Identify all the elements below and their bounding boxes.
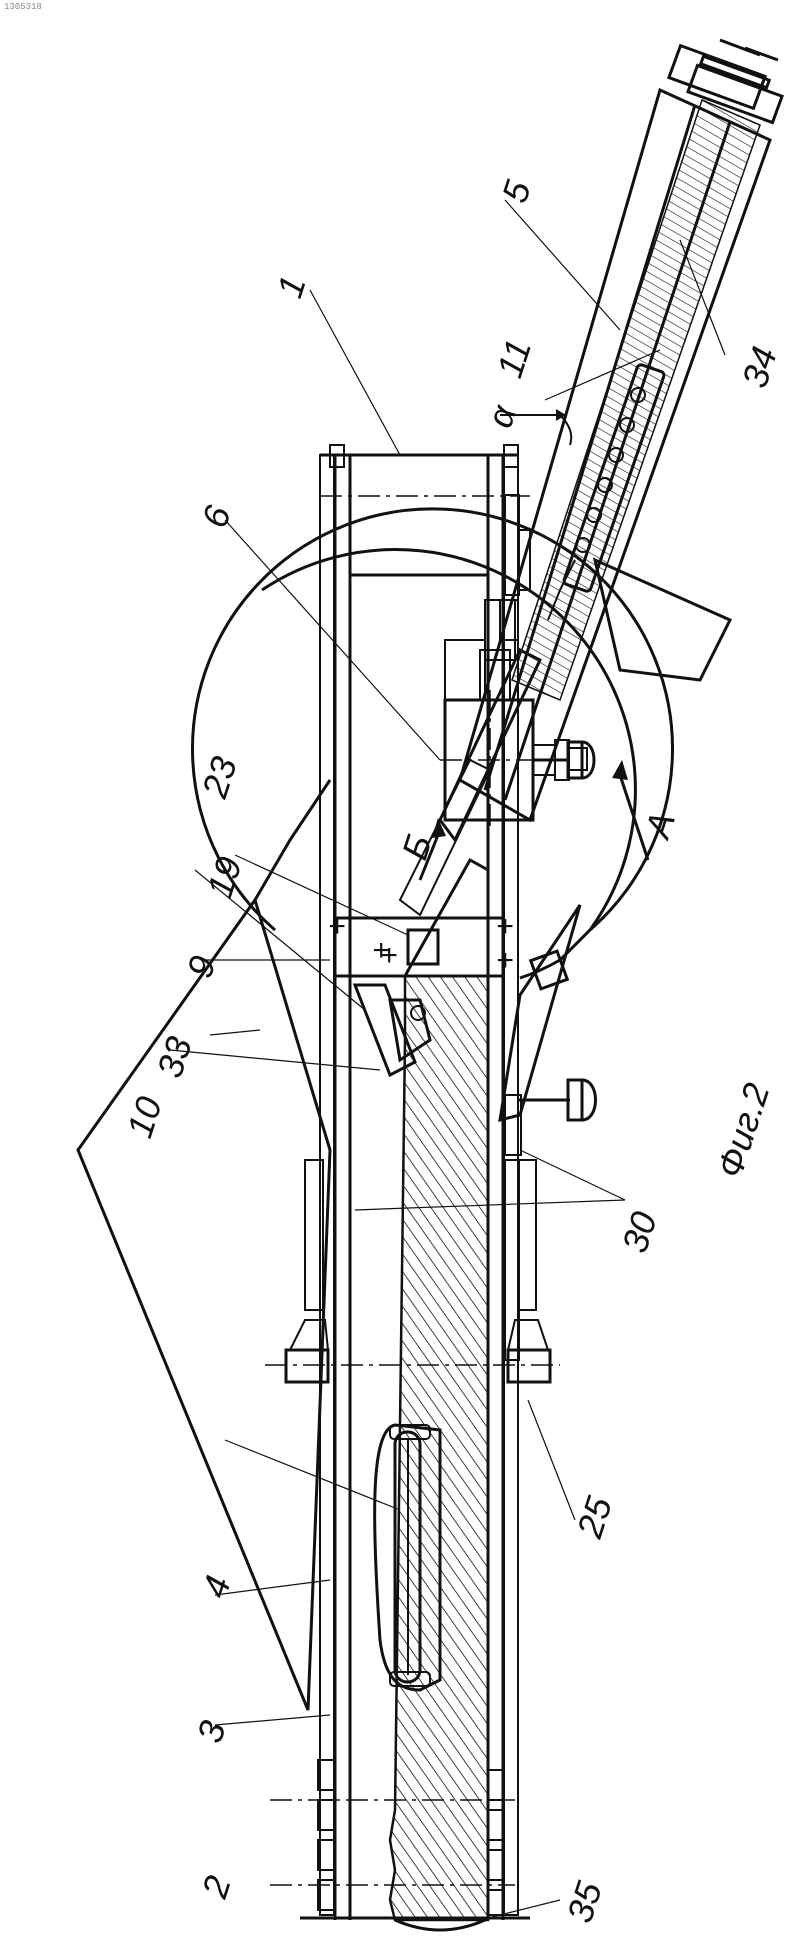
callout-3: 3 xyxy=(189,1716,234,1748)
callout-4: 4 xyxy=(194,1571,239,1603)
callout-23: 23 xyxy=(193,752,245,804)
callout-34: 34 xyxy=(734,342,785,393)
callout-35: 35 xyxy=(559,1876,611,1928)
view-a-label: А xyxy=(636,807,683,844)
block-1 xyxy=(350,455,488,575)
workpiece-34 xyxy=(512,100,760,700)
pin-25-right xyxy=(508,1350,550,1382)
svg-text:+: + xyxy=(496,910,514,943)
svg-text:+: + xyxy=(380,939,398,972)
callout-11: 11 xyxy=(489,334,540,382)
element-23 xyxy=(408,930,438,964)
angle-alpha: α xyxy=(479,399,525,433)
callout-10: 10 xyxy=(119,1092,170,1143)
callout-5: 5 xyxy=(494,175,539,208)
callout-25: 25 xyxy=(568,1491,620,1544)
svg-text:+: + xyxy=(496,944,514,977)
figure-caption: Фиг.2 xyxy=(709,1078,778,1182)
callout-6: 6 xyxy=(194,500,239,533)
callout-1: 1 xyxy=(269,271,314,303)
cross-plate-19 xyxy=(335,918,503,976)
callout-2: 2 xyxy=(193,1871,238,1904)
callout-30: 30 xyxy=(614,1207,665,1258)
svg-text:+: + xyxy=(328,910,346,943)
